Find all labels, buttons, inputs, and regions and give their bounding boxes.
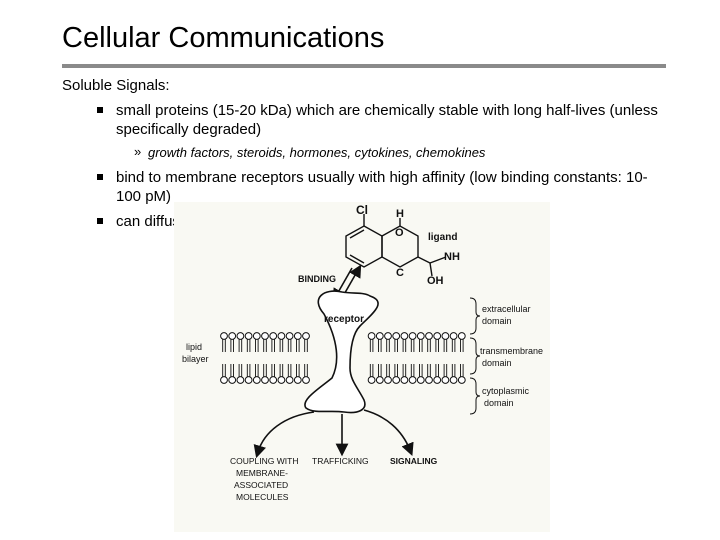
lipid-head-inner [400, 363, 409, 384]
transmembrane-label-2: domain [482, 358, 512, 368]
atom-c: C [396, 267, 404, 279]
slide-title: Cellular Communications [62, 22, 385, 54]
lipid-head-inner [408, 363, 417, 384]
lipid-head-inner [277, 363, 286, 384]
lipid-head-outer [302, 332, 310, 353]
bullet-item: bind to membrane receptors usually with … [62, 168, 672, 206]
coupling-arrow [253, 411, 315, 459]
lipid-head-outer [408, 332, 417, 353]
atom-nh: NH [444, 251, 460, 263]
lipid-head-inner [252, 363, 261, 384]
lipid-head-outer [261, 332, 269, 353]
lipid-head-outer [416, 332, 425, 353]
lipid-head-inner [367, 363, 376, 384]
atom-o: O [395, 227, 404, 239]
transmembrane-label-1: transmembrane [480, 346, 543, 356]
ligand-molecule [345, 214, 447, 277]
square-bullet-icon [97, 174, 103, 180]
lipid-head-inner [425, 363, 433, 384]
sub-bullet-marker: » [134, 144, 142, 159]
bullet-text: bind to membrane receptors usually with … [116, 169, 648, 205]
lipid-label-line-1: lipid [186, 342, 202, 352]
lipid-head-outer [400, 332, 409, 353]
coupling-label-4: MOLECULES [236, 492, 289, 502]
lipid-head-outer [425, 332, 433, 353]
receptor-shape [304, 290, 379, 414]
bullet-item: small proteins (15-20 kDa) which are che… [62, 101, 672, 139]
receptor-label: receptor [324, 314, 364, 325]
cytoplasmic-label-1: cytoplasmic [482, 386, 530, 396]
lipid-head-inner [261, 363, 269, 384]
cytoplasmic-label-2: domain [484, 398, 514, 408]
lipid-head-inner [293, 363, 302, 384]
atom-cl: Cl [356, 203, 368, 217]
ligand-label: ligand [428, 232, 457, 243]
atom-oh: OH [427, 275, 444, 287]
lipid-head-inner [384, 363, 392, 384]
lipid-head-outer [277, 332, 286, 353]
lipid-head-inner [457, 363, 466, 384]
binding-label: BINDING [298, 274, 336, 284]
coupling-label-2: MEMBRANE- [236, 468, 288, 478]
lipid-head-outer [433, 332, 442, 353]
coupling-label-1: COUPLING WITH [230, 456, 298, 466]
lipid-head-outer [293, 332, 302, 353]
lipid-head-inner [416, 363, 425, 384]
lipid-head-outer [236, 332, 245, 353]
section-heading: Soluble Signals: [62, 77, 170, 94]
coupling-label-3: ASSOCIATED [234, 480, 288, 490]
receptor-diagram-svg: Cl H O C NH OH ligand BINDING receptor l… [182, 203, 543, 502]
lipid-head-outer [449, 332, 458, 353]
lipid-head-outer [441, 332, 450, 353]
extracellular-label-2: domain [482, 316, 512, 326]
atom-h: H [396, 208, 404, 220]
lipid-head-outer [375, 332, 384, 353]
lipid-head-inner [244, 363, 253, 384]
signaling-label: SIGNALING [390, 456, 438, 466]
lipid-head-outer [392, 332, 401, 353]
sub-bullet-item: » growth factors, steroids, hormones, cy… [62, 143, 672, 162]
lipid-head-outer [220, 332, 228, 353]
lipid-head-outer [457, 332, 466, 353]
lipid-head-inner [375, 363, 384, 384]
lipid-head-inner [441, 363, 450, 384]
lipid-head-outer [244, 332, 253, 353]
sub-bullet-text: growth factors, steroids, hormones, cyto… [148, 145, 486, 160]
trafficking-label: TRAFFICKING [312, 456, 369, 466]
domain-braces [469, 297, 481, 415]
lipid-head-inner [285, 363, 294, 384]
lipid-head-inner [433, 363, 442, 384]
signaling-arrow [363, 409, 414, 456]
bullet-text: small proteins (15-20 kDa) which are che… [116, 102, 658, 138]
lipid-label-line-2: bilayer [182, 354, 209, 364]
lipid-head-inner [449, 363, 458, 384]
lipid-head-inner [228, 363, 237, 384]
lipid-head-inner [269, 363, 278, 384]
lipid-head-outer [252, 332, 261, 353]
lipid-head-outer [384, 332, 392, 353]
square-bullet-icon [97, 218, 103, 224]
lipid-head-outer [228, 332, 237, 353]
lipid-head-inner [236, 363, 245, 384]
receptor-diagram: Cl H O C NH OH ligand BINDING receptor l… [174, 202, 550, 532]
lipid-head-inner [302, 363, 310, 384]
lipid-head-outer [269, 332, 278, 353]
square-bullet-icon [97, 107, 103, 113]
lipid-head-inner [392, 363, 401, 384]
lipid-head-outer [367, 332, 376, 353]
extracellular-label-1: extracellular [482, 304, 531, 314]
lipid-head-inner [220, 363, 228, 384]
title-divider [62, 64, 666, 68]
lipid-head-outer [285, 332, 294, 353]
